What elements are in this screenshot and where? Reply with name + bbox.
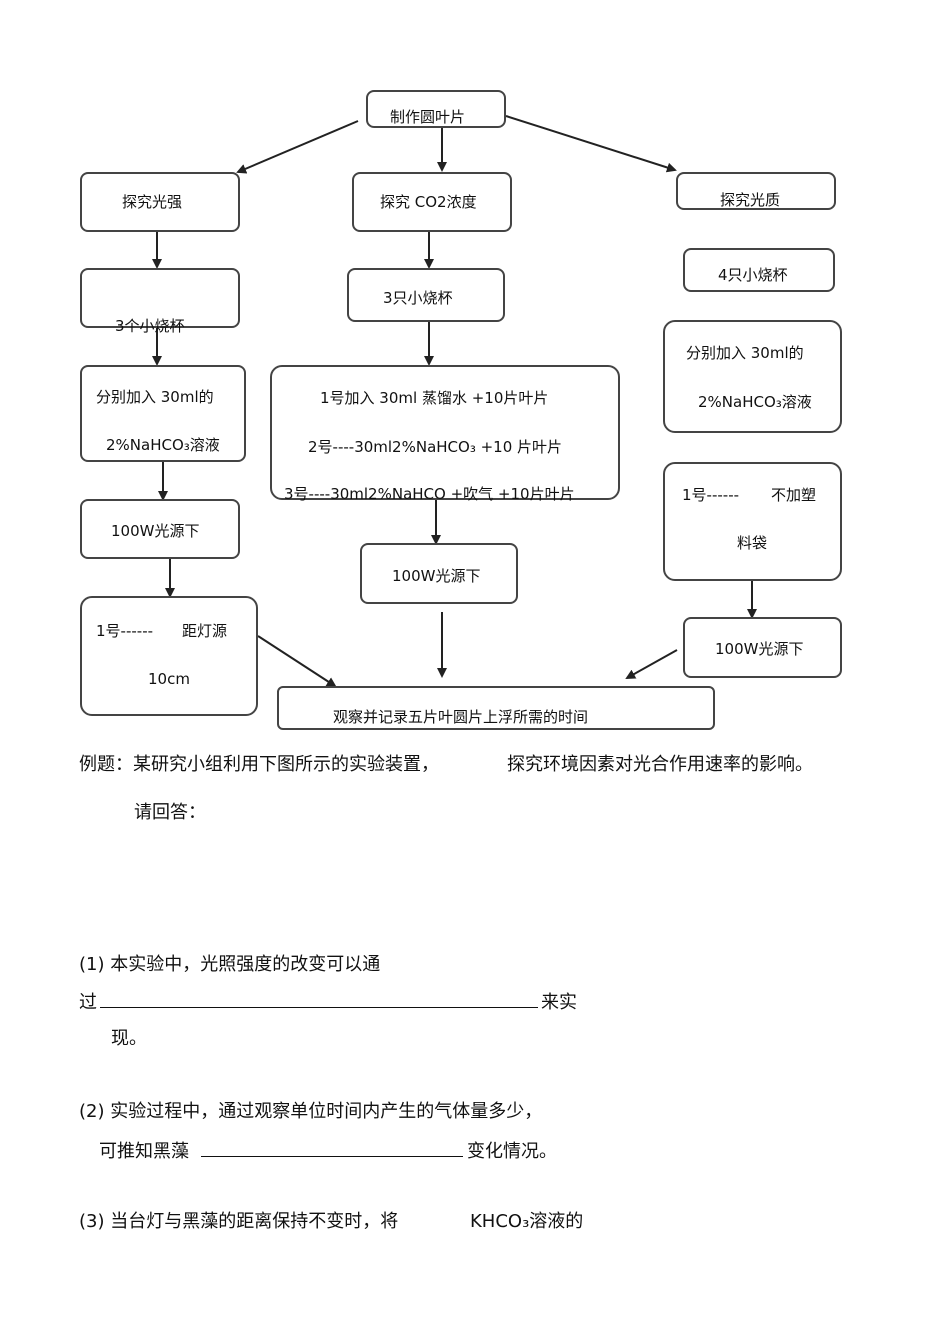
branch1-step4-line1: 1号------ xyxy=(96,622,154,640)
branch1-step4-line2: 10cm xyxy=(148,670,190,688)
q1-prefix: 过 xyxy=(79,992,97,1013)
branch1-step1-box: 3个小烧杯 xyxy=(80,268,240,335)
branch2-step2-line1: 1号加入 30ml 蒸馏水 +10片叶片 xyxy=(320,389,549,407)
q2-prefix: 可推知黑藻 xyxy=(99,1141,189,1162)
q3-chem: KHCO₃溶液的 xyxy=(470,1211,584,1232)
branch3-step3-box: 1号------ 不加塑 料袋 xyxy=(663,462,842,581)
branch2-step2-line2: 2号----30ml2%NaHCO₃ +10 片叶片 xyxy=(308,438,563,456)
branch2-title-box: 探究 CO2浓度 xyxy=(352,172,512,232)
example-line1: 例题：某研究小组利用下图所示的实验装置， xyxy=(79,754,439,775)
arrow-b1-final xyxy=(257,635,337,688)
q2-line1: (2) 实验过程中，通过观察单位时间内产生的气体量多少， xyxy=(79,1101,543,1122)
branch3-title: 探究光质 xyxy=(720,191,781,209)
branch1-step2-line2: 2%NaHCO₃溶液 xyxy=(106,436,220,454)
branch3-step2-line2: 2%NaHCO₃溶液 xyxy=(698,393,812,411)
branch1-step3: 100W光源下 xyxy=(111,522,200,540)
branch3-step4: 100W光源下 xyxy=(715,640,804,658)
branch2-title: 探究 CO2浓度 xyxy=(380,193,477,211)
branch3-step3-line1b: 不加塑 xyxy=(771,486,817,504)
arrow-root-to-light xyxy=(236,120,359,174)
branch1-step4-line1b: 距灯源 xyxy=(182,622,228,640)
arrow-b3-final xyxy=(625,649,678,679)
branch1-step4-box: 1号------ 距灯源 10cm xyxy=(80,596,258,716)
branch1-step2-box: 分别加入 30ml的 2%NaHCO₃溶液 xyxy=(80,365,246,462)
branch3-step3-line1: 1号------ xyxy=(682,486,740,504)
q3-line1: (3) 当台灯与黑藻的距离保持不变时，将 xyxy=(79,1211,399,1232)
branch1-step1: 3个小烧杯 xyxy=(115,317,185,335)
branch3-title-box: 探究光质 xyxy=(676,172,836,210)
branch3-step3-line2: 料袋 xyxy=(737,534,768,552)
branch2-step3: 100W光源下 xyxy=(392,567,481,585)
branch1-step3-box: 100W光源下 xyxy=(80,499,240,559)
q1-suffix: 来实 xyxy=(541,992,577,1013)
root-box: 制作圆叶片 xyxy=(366,90,506,128)
branch2-step3-box: 100W光源下 xyxy=(360,543,518,604)
q2-line2: 可推知黑藻 变化情况。 xyxy=(99,1138,557,1163)
branch1-title-box: 探究光强 xyxy=(80,172,240,232)
q1-line2: 过 来实 xyxy=(79,989,577,1014)
q2-suffix: 变化情况。 xyxy=(467,1141,557,1162)
branch2-step2-line3: 3号----30ml2%NaHCO +吹气 +10片叶片 xyxy=(284,485,575,503)
branch1-step2-line1: 分别加入 30ml的 xyxy=(96,388,214,406)
root-label: 制作圆叶片 xyxy=(390,108,466,126)
final-label: 观察并记录五片叶圆片上浮所需的时间 xyxy=(333,708,589,726)
q2-blank[interactable] xyxy=(201,1138,463,1157)
example-line1b: 探究环境因素对光合作用速率的影响。 xyxy=(507,754,813,775)
branch3-step2-box: 分别加入 30ml的 2%NaHCO₃溶液 xyxy=(663,320,842,433)
branch2-step2-box: 1号加入 30ml 蒸馏水 +10片叶片 2号----30ml2%NaHCO₃ … xyxy=(270,365,620,503)
q1-blank[interactable] xyxy=(100,989,538,1008)
arrow-root-to-quality xyxy=(505,115,677,173)
q1-line3: 现。 xyxy=(111,1028,147,1049)
branch3-step1-box: 4只小烧杯 xyxy=(683,248,835,292)
branch1-title: 探究光强 xyxy=(122,193,183,211)
example-line2: 请回答： xyxy=(134,802,206,823)
branch3-step4-box: 100W光源下 xyxy=(683,617,842,678)
q1-line1: (1) 本实验中，光照强度的改变可以通 xyxy=(79,954,381,975)
final-box: 观察并记录五片叶圆片上浮所需的时间 xyxy=(277,686,715,730)
branch3-step1: 4只小烧杯 xyxy=(718,266,788,284)
branch2-step1: 3只小烧杯 xyxy=(383,289,453,307)
branch2-step1-box: 3只小烧杯 xyxy=(347,268,505,322)
branch3-step2-line1: 分别加入 30ml的 xyxy=(686,344,804,362)
